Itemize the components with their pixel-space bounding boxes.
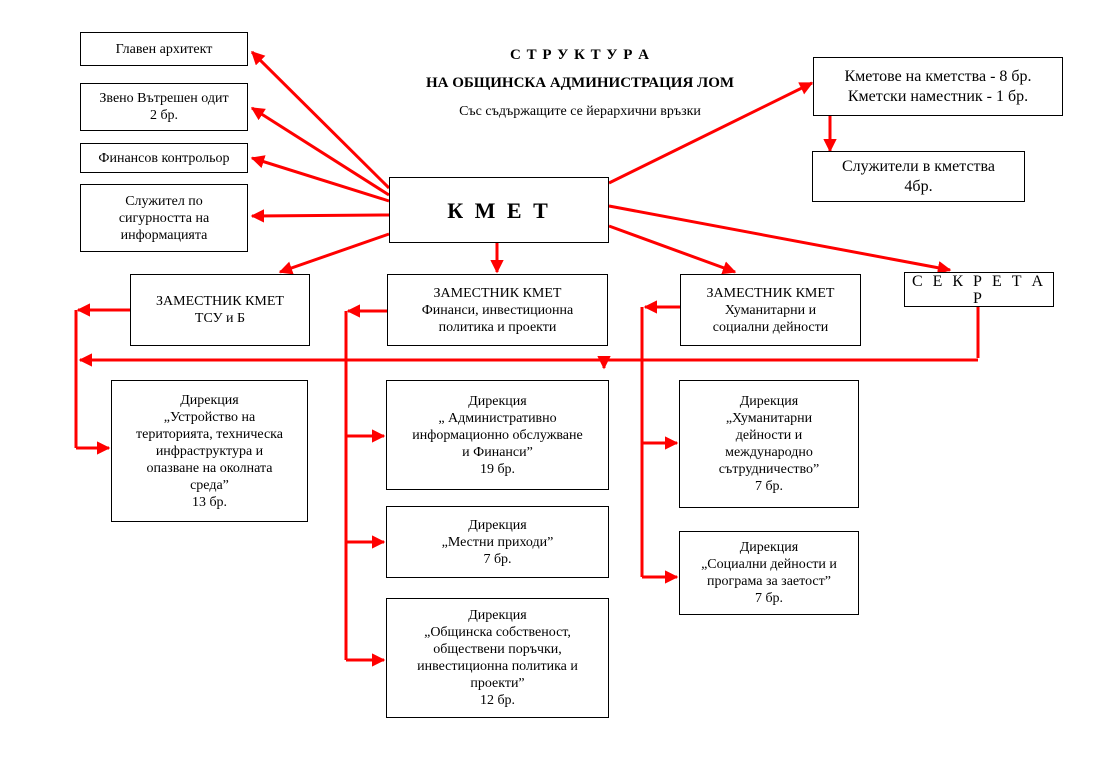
village-staff-box: Служители в кметства 4бр. xyxy=(812,151,1025,202)
arrow-to-village-mayors xyxy=(608,81,814,185)
directorate-line: 7 бр. xyxy=(483,551,512,567)
arrow-to-financial-controller xyxy=(250,155,390,203)
unit-internal-audit: Звено Вътрешен одит 2 бр. xyxy=(80,83,248,131)
deputy-mayor-finance-box: ЗАМЕСТНИК КМЕТ Финанси, инвестиционна по… xyxy=(387,274,608,346)
directorate-line: инфраструктура и xyxy=(155,443,264,459)
unit-line: информацията xyxy=(120,227,208,243)
deputy-line: Финанси, инвестиционна xyxy=(421,302,574,318)
directorate-line: Дирекция xyxy=(739,394,799,409)
village-line: 4бр. xyxy=(904,177,933,195)
arrow-to-secretary xyxy=(608,204,952,275)
deputy-line: Хуманитарни и xyxy=(724,302,817,318)
directorate-line: територията, техническа xyxy=(136,426,283,442)
chart-title: С Т Р У К Т У Р А xyxy=(510,47,650,63)
directorate-line: 19 бр. xyxy=(479,461,516,477)
directorate-line: „Хуманитарни xyxy=(725,411,813,426)
village-line: Кметове на кметства - 8 бр. xyxy=(844,67,1032,85)
directorate-line: „Общинска собственост, xyxy=(424,625,571,640)
directorate-line: „Местни приходи” xyxy=(441,534,554,550)
mayor-box: К М Е Т xyxy=(389,177,609,243)
mayor-label: К М Е Т xyxy=(447,197,551,223)
directorate-tsu-box: Дирекция „Устройство на територията, тех… xyxy=(111,380,308,522)
directorate-line: Дирекция xyxy=(468,517,527,533)
directorate-line: сътрудничество” xyxy=(718,462,820,477)
directorate-social-box: Дирекция „Социални дейности и програма з… xyxy=(679,531,859,615)
directorate-line: 13 бр. xyxy=(191,494,228,510)
directorate-line: обществени поръчки, xyxy=(433,642,562,657)
deputy-line: социални дейности xyxy=(712,319,829,335)
secretary-box: С Е К Р Е Т А Р xyxy=(904,272,1054,307)
deputy-line: ЗАМЕСТНИК КМЕТ xyxy=(706,285,835,301)
deputy-line: политика и проекти xyxy=(438,319,557,335)
deputy-line: ЗАМЕСТНИК КМЕТ xyxy=(433,285,562,301)
directorate-line: „Социални дейности и xyxy=(701,557,837,572)
arrow-to-security-officer xyxy=(250,209,390,223)
village-line: Служители в кметства xyxy=(842,157,995,175)
deputy-line: ТСУ и Б xyxy=(194,311,246,326)
arrow-to-deputy-tsu xyxy=(278,232,390,275)
directorate-line: 7 бр. xyxy=(754,479,784,494)
directorate-line: 12 бр. xyxy=(479,693,516,708)
directorate-line: Дирекция xyxy=(468,608,527,623)
unit-line: Звено Вътрешен одит xyxy=(99,91,229,106)
directorate-line: програма за заетост” xyxy=(707,574,831,589)
village-mayors-box: Кметове на кметства - 8 бр. Кметски наме… xyxy=(813,57,1063,116)
directorate-line: „ Административно xyxy=(438,410,557,426)
unit-line: Главен архитект xyxy=(115,41,213,57)
deputy-mayor-humanitarian-box: ЗАМЕСТНИК КМЕТ Хуманитарни и социални де… xyxy=(680,274,861,346)
directorate-line: 7 бр. xyxy=(754,591,784,606)
directorate-humanitarian-box: Дирекция „Хуманитарни дейности и междуна… xyxy=(679,380,859,508)
chart-title-organization: НА ОБЩИНСКА АДМИНИСТРАЦИЯ ЛОМ xyxy=(425,75,735,91)
directorate-line: и Финанси” xyxy=(462,444,533,460)
arrow-to-chief-architect xyxy=(250,50,391,190)
unit-line: 2 бр. xyxy=(149,108,179,123)
deputy-line: ЗАМЕСТНИК КМЕТ xyxy=(156,294,284,309)
directorate-line: дейности и xyxy=(735,428,803,443)
directorate-line: опазване на околната xyxy=(146,460,273,476)
unit-chief-architect: Главен архитект xyxy=(80,32,248,66)
village-line: Кметски наместник - 1 бр. xyxy=(847,87,1029,105)
unit-line: сигурността на xyxy=(118,210,210,226)
directorate-line: инвестиционна политика и xyxy=(417,659,578,674)
unit-line: Служител по xyxy=(125,193,203,209)
directorate-line: Дирекция xyxy=(468,393,527,409)
directorate-line: „Устройство на xyxy=(163,409,256,425)
directorate-line: Дирекция xyxy=(180,392,239,408)
arrow-to-deputy-humanitarian xyxy=(608,224,737,275)
directorate-line: среда” xyxy=(190,477,229,493)
secretary-label: С Е К Р Е Т А Р xyxy=(911,272,1047,307)
deputy-mayor-tsu-box: ЗАМЕСТНИК КМЕТ ТСУ и Б xyxy=(130,274,310,346)
directorate-property-box: Дирекция „Общинска собственост, обществе… xyxy=(386,598,609,718)
directorate-line: проекти” xyxy=(470,676,525,691)
directorate-revenue-box: Дирекция „Местни приходи” 7 бр. xyxy=(386,506,609,578)
directorate-line: международно xyxy=(725,445,813,460)
unit-security-officer: Служител по сигурността на информацията xyxy=(80,184,248,252)
unit-line: Финансов контрольор xyxy=(98,150,230,166)
chart-subtitle: Със съдържащите се йерархични връзки xyxy=(459,104,701,119)
unit-financial-controller: Финансов контрольор xyxy=(80,143,248,173)
directorate-line: Дирекция xyxy=(739,540,799,555)
arrow-to-internal-audit xyxy=(250,106,390,197)
directorate-line: информационно обслужване xyxy=(412,427,583,443)
directorate-admin-box: Дирекция „ Административно информационно… xyxy=(386,380,609,490)
